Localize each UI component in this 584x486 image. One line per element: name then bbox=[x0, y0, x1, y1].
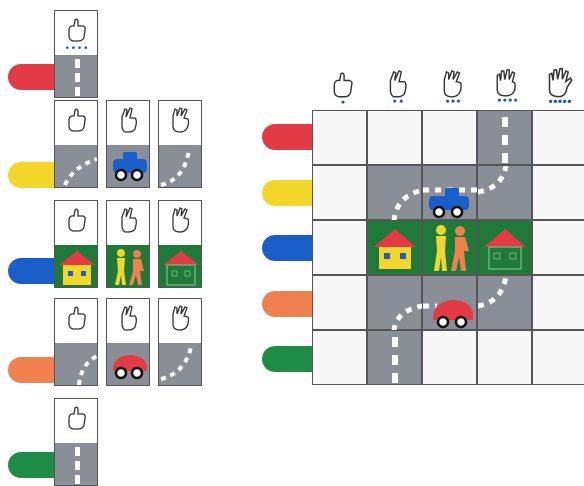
yellow-stick[interactable] bbox=[8, 162, 60, 188]
yellow-house-icon bbox=[368, 221, 423, 276]
board-cell[interactable] bbox=[422, 110, 477, 165]
two-finger-hand-icon bbox=[117, 305, 141, 331]
red-stick[interactable] bbox=[8, 64, 60, 90]
board-cell[interactable] bbox=[312, 110, 367, 165]
board-cell[interactable] bbox=[532, 110, 584, 165]
road-curve-icon bbox=[55, 145, 98, 188]
board-red-stick[interactable] bbox=[262, 124, 316, 150]
three-finger-hand-icon bbox=[169, 305, 193, 331]
board-cell-road-curve-up[interactable] bbox=[477, 275, 532, 330]
board-cell[interactable] bbox=[312, 165, 367, 220]
card-people[interactable] bbox=[106, 200, 150, 288]
thumb-hand-icon bbox=[65, 405, 89, 431]
road-curve-up-icon bbox=[159, 343, 202, 386]
board-cell[interactable] bbox=[532, 275, 584, 330]
thumb-hand-icon bbox=[65, 17, 89, 43]
card-road-curve-yellow[interactable] bbox=[54, 100, 98, 188]
road-curve-icon bbox=[368, 166, 423, 221]
board-cell-road-curve[interactable] bbox=[367, 165, 422, 220]
board-cell[interactable] bbox=[532, 165, 584, 220]
board-cell-blue-car[interactable] bbox=[422, 165, 477, 220]
three-finger-hand-icon bbox=[440, 68, 466, 104]
card-yellow-house[interactable] bbox=[54, 200, 98, 288]
board-orange-stick[interactable] bbox=[262, 291, 316, 317]
board-cell-road[interactable] bbox=[367, 330, 422, 385]
board-green-stick[interactable] bbox=[262, 346, 316, 372]
board-cell[interactable] bbox=[367, 110, 422, 165]
road-curve-up-icon bbox=[159, 145, 202, 188]
card-blue-car[interactable] bbox=[106, 100, 150, 188]
two-finger-hand-icon bbox=[385, 68, 411, 104]
two-finger-hand-icon bbox=[117, 207, 141, 233]
green-stick[interactable] bbox=[8, 452, 60, 478]
road-curve-icon bbox=[368, 276, 423, 331]
blue-car-icon bbox=[107, 145, 150, 188]
board-cell-red-house[interactable] bbox=[477, 220, 532, 275]
board-cell[interactable] bbox=[532, 330, 584, 385]
people-icon bbox=[423, 221, 478, 276]
card-road-curve-up-yellow[interactable] bbox=[158, 100, 202, 188]
thumb-hand-icon bbox=[65, 305, 89, 331]
card-road-curve-orange[interactable] bbox=[54, 298, 98, 386]
board-cell[interactable] bbox=[312, 275, 367, 330]
blue-stick[interactable] bbox=[8, 258, 60, 284]
board-cell[interactable] bbox=[312, 220, 367, 275]
five-finger-hand-icon bbox=[546, 66, 574, 104]
road-curve-icon bbox=[55, 343, 98, 386]
red-car-icon bbox=[107, 343, 150, 386]
red-house-icon bbox=[159, 245, 202, 288]
three-finger-hand-icon bbox=[169, 207, 193, 233]
people-icon bbox=[107, 245, 150, 288]
board-cell-road-curve-up[interactable] bbox=[477, 165, 532, 220]
board-cell-road[interactable] bbox=[477, 110, 532, 165]
two-finger-hand-icon bbox=[117, 107, 141, 133]
board-cell-yellow-house[interactable] bbox=[367, 220, 422, 275]
four-finger-hand-icon bbox=[494, 66, 520, 104]
board-grid bbox=[312, 110, 584, 388]
road-curve-up-icon bbox=[478, 276, 533, 331]
red-house-icon bbox=[478, 221, 533, 276]
board-cell[interactable] bbox=[477, 330, 532, 385]
card-road-curve-up-orange[interactable] bbox=[158, 298, 202, 386]
board-cell[interactable] bbox=[422, 330, 477, 385]
red-car-icon bbox=[423, 276, 478, 331]
board-cell-red-car[interactable] bbox=[422, 275, 477, 330]
board-yellow-stick[interactable] bbox=[262, 180, 316, 206]
board-cell[interactable] bbox=[532, 220, 584, 275]
card-red-car[interactable] bbox=[106, 298, 150, 386]
thumb-hand-icon bbox=[65, 207, 89, 233]
road-curve-up-icon bbox=[478, 166, 533, 221]
thumb-hand-icon bbox=[330, 70, 356, 104]
board-cell[interactable] bbox=[312, 330, 367, 385]
board-cell-people[interactable] bbox=[422, 220, 477, 275]
board-cell-road-curve[interactable] bbox=[367, 275, 422, 330]
thumb-hand-icon bbox=[65, 107, 89, 133]
dot-count: • • • • bbox=[55, 45, 97, 53]
card-road-straight-red[interactable]: • • • • bbox=[54, 10, 98, 98]
card-red-house[interactable] bbox=[158, 200, 202, 288]
three-finger-hand-icon bbox=[169, 107, 193, 133]
blue-car-icon bbox=[423, 166, 478, 221]
board-blue-stick[interactable] bbox=[262, 235, 316, 261]
orange-stick[interactable] bbox=[8, 357, 60, 383]
yellow-house-icon bbox=[55, 245, 98, 288]
